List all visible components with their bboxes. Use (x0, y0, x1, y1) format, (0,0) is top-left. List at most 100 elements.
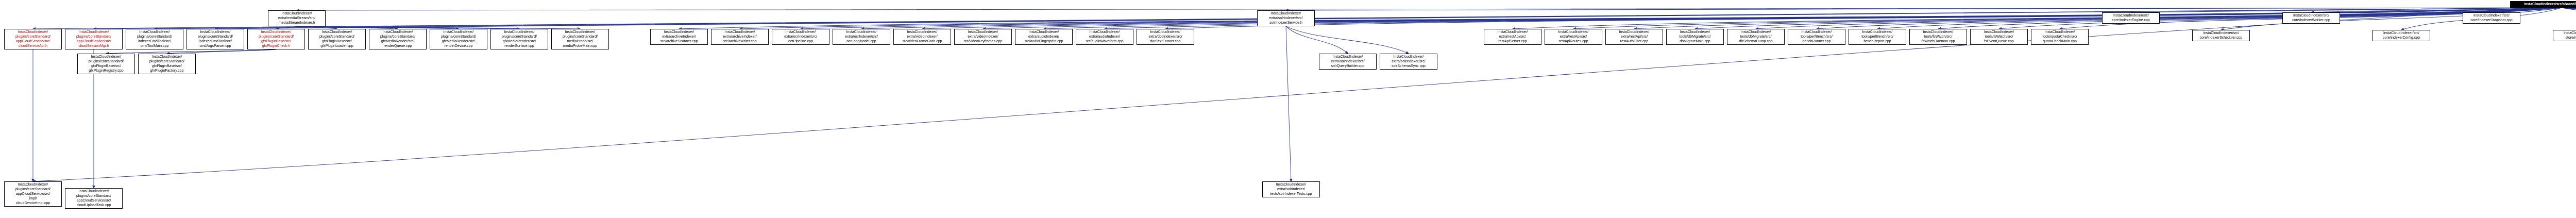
node-label-line: InstaCloudIndexer/ (968, 30, 998, 34)
graph-node[interactable]: InstaCloudIndexer/extra/archiveIndexer/s… (650, 29, 708, 45)
include-edge (1285, 7, 2562, 12)
graph-node[interactable]: InstaCloudIndexer/extra/archiveIndexer/s… (711, 29, 769, 45)
graph-node[interactable]: InstaCloudIndexer/plugins/coreStandard/g… (490, 29, 548, 49)
node-label-line: core/indexerConfig.cpp (2383, 36, 2420, 40)
node-label-line: ocrPipeline.cpp (788, 40, 813, 43)
graph-node[interactable]: InstaCloudIndexer/src/core/indexerSchedu… (2192, 30, 2250, 41)
graph-node[interactable]: InstaCloudIndexer/plugins/coreStandard/g… (308, 29, 366, 49)
node-label-line: src/audioFingerprint.cpp (1024, 40, 1063, 43)
node-label-line: plugins/coreStandard/ (149, 60, 185, 63)
node-label-line: InstaCloudIndexer/ (1801, 30, 1832, 34)
node-label-line: InstaCloudIndexer/ (1028, 30, 1059, 34)
graph-node[interactable]: InstaCloudIndexer/src/core/indexerConfig… (2372, 30, 2430, 41)
graph-node[interactable]: InstaCloudIndexer/tools/fsWatch/src/fsEv… (1970, 29, 2028, 45)
include-edge (276, 26, 297, 30)
graph-node[interactable]: InstaCloudIndexer/plugins/coreStandard/i… (187, 29, 244, 49)
node-label-line: tools/quotaCheck/src/ (2042, 35, 2077, 39)
graph-node[interactable]: InstaCloudIndexer/plugins/coreStandard/a… (65, 29, 123, 49)
node-label-line: restAuthFilter.cpp (1620, 40, 1649, 43)
graph-node[interactable]: InstaCloudIndexer/plugins/coreStandard/m… (551, 29, 609, 49)
node-label-line: tools/dbMigrate/src/ (1679, 35, 1711, 39)
node-label-line: plugins/coreStandard/ (440, 35, 477, 39)
include-edge (106, 49, 277, 55)
node-label-line: extra/solrIndexer/src/ (1392, 60, 1426, 63)
graph-node[interactable]: InstaCloudIndexer/extra/videoIndexer/src… (954, 29, 1012, 45)
graph-node[interactable]: InstaCloudIndexer/src/store/metaStore.cp… (2553, 30, 2576, 41)
graph-node[interactable]: InstaCloudIndexer/extra/restApi/src/rest… (1484, 29, 1541, 45)
graph-node[interactable]: InstaCloudIndexer/extra/audioIndexer/src… (1015, 29, 1073, 45)
node-label-line: extra/restApi/src/ (1620, 35, 1648, 39)
node-label-line: InstaCloudIndexer/ (261, 30, 292, 34)
node-label-line: InstaCloudIndexer/ (1150, 30, 1181, 34)
graph-node[interactable]: InstaCloudIndexer/extra/restApi/src/rest… (1605, 29, 1663, 45)
node-label-line: restApiRoutes.cpp (1558, 40, 1588, 43)
graph-node[interactable]: InstaCloudIndexer/tools/perfBench/src/be… (1849, 29, 1906, 45)
graph-node[interactable]: InstaCloudIndexer/plugins/coreStandard/g… (247, 29, 305, 49)
node-label-line: tools/fsWatch/src/ (1924, 35, 1953, 39)
node-label-line: core/indexerScheduler.cpp (2199, 36, 2243, 40)
graph-node[interactable]: InstaCloudIndexer/extra/solrIndexer/src/… (1319, 54, 1377, 70)
node-label-line: cloudSessionMgr.h (78, 44, 109, 48)
node-label-line: plugins/coreStandard/ (88, 60, 124, 63)
node-label-line: indexerCmdTool/src/ (199, 40, 232, 43)
graph-node[interactable]: InstaCloudIndexer/extra/docIndexer/src/d… (1137, 29, 1194, 45)
graph-node[interactable]: InstaCloudIndexer/plugins/coreStandard/g… (77, 54, 135, 74)
node-label-line: src/archiveWriter.cpp (723, 40, 757, 43)
graph-node[interactable]: InstaCloudIndexer/extra/videoIndexer/src… (893, 29, 951, 45)
node-label-line: gfxPluginBase/src/ (152, 64, 182, 68)
graph-node[interactable]: InstaCloudIndexer/plugins/coreStandard/a… (4, 29, 62, 49)
node-label-line: InstaCloudIndexer/ (1619, 30, 1650, 34)
node-label-line: InstaCloudIndexer/ (907, 30, 938, 34)
include-edge (1285, 26, 1348, 54)
node-label-line: src/videoKeyframes.cpp (963, 40, 1003, 43)
graph-node[interactable]: InstaCloudIndexer/src/core/indexerEngine… (2102, 12, 2160, 24)
node-label-line: renderSurface.cpp (504, 44, 534, 48)
node-label-line: InstaCloudIndexer/ (1276, 183, 1307, 187)
graph-node[interactable]: InstaCloudIndexer/extra/solrIndexer/src/… (1257, 10, 1315, 26)
graph-node[interactable]: InstaCloudIndexer/plugins/coreStandard/g… (138, 54, 196, 74)
graph-node[interactable]: InstaCloudIndexer/extra/restApi/src/rest… (1545, 29, 1602, 45)
graph-node[interactable]: InstaCloudIndexer/extra/ocrIndexer/src/o… (833, 29, 890, 45)
node-label-line: restApiServer.cpp (1498, 40, 1527, 43)
graph-node[interactable]: InstaCloudIndexer/tools/perfBench/src/be… (1788, 29, 1845, 45)
node-label-line: InstaCloudIndexer/ (1740, 30, 1771, 34)
node-label-line: extra/restApi/src/ (1560, 35, 1587, 39)
graph-node[interactable]: InstaCloudIndexer/plugins/coreStandard/g… (369, 29, 427, 49)
graph-node[interactable]: InstaCloudIndexer/plugins/coreStandard/a… (65, 188, 123, 209)
node-label-line: extra/audioIndexer/ (1028, 35, 1059, 39)
include-edge (1816, 7, 2562, 30)
node-label-line: InstaCloudIndexer/ (785, 30, 816, 34)
graph-node[interactable]: InstaCloudIndexer/tools/dbMigrate/src/db… (1666, 29, 1724, 45)
graph-node[interactable]: InstaCloudIndexer/plugins/coreStandard/g… (430, 29, 487, 49)
node-label-line: tools/perfBench/src/ (1861, 35, 1893, 39)
include-edge (2491, 7, 2562, 14)
include-edge (2311, 7, 2562, 14)
graph-node[interactable]: InstaCloudIndexer/plugins/coreStandard/a… (4, 181, 62, 207)
node-label-line: impl/ (29, 197, 37, 200)
node-label-line: InstaCloudIndexer/ (321, 30, 352, 34)
graph-node[interactable]: InstaCloudIndexer/extra/ocrIndexer/src/o… (772, 29, 829, 45)
node-label-line: InstaCloudIndexer/ (1680, 30, 1710, 34)
node-label-line: solrSchemaSync.cpp (1392, 64, 1426, 68)
graph-node[interactable]: InstaCloudIndexer/tools/fsWatch/src/fsWa… (1909, 29, 1967, 45)
node-label-line: gfxMediaRender/src/ (442, 40, 476, 43)
graph-node[interactable]: InstaCloudIndexer/extra/mediaStream/src/… (268, 10, 326, 26)
node-label-line: InstaCloudIndexer/ (91, 55, 122, 59)
node-label-line: InstaCloudIndexer/ (78, 190, 109, 193)
graph-node[interactable]: InstaCloudIndexer/tools/quotaCheck/src/q… (2031, 29, 2089, 45)
graph-node[interactable]: InstaCloudIndexer/extra/solrIndexer/src/… (1380, 54, 1437, 70)
node-label-line: InstaCloudIndexer/ (18, 183, 48, 187)
graph-node[interactable]: InstaCloudIndexer/tools/dbMigrate/src/db… (1727, 29, 1785, 45)
node-label-line: gfxPluginBase/src/ (91, 64, 121, 68)
node-label-line: plugins/coreStandard/ (76, 35, 112, 39)
node-label-line: InstaCloudIndexer/ (1862, 30, 1893, 34)
node-label-line: InstaCloudIndexer/ (565, 30, 596, 34)
graph-root-node[interactable]: InstaCloudIndexer/src/shared/indexerDefs… (2510, 1, 2576, 8)
graph-node[interactable]: InstaCloudIndexer/plugins/coreStandard/i… (126, 29, 183, 49)
graph-node[interactable]: InstaCloudIndexer/src/core/indexerSnapsh… (2463, 12, 2520, 24)
graph-node[interactable]: InstaCloudIndexer/extra/solrIndexer/test… (1262, 181, 1320, 197)
graph-node[interactable]: InstaCloudIndexer/extra/audioIndexer/src… (1076, 29, 1133, 45)
include-edge (2561, 7, 2576, 9)
node-label-line: tools/fsWatch/src/ (1985, 35, 2013, 39)
graph-node[interactable]: InstaCloudIndexer/src/core/indexerWorker… (2282, 12, 2340, 24)
